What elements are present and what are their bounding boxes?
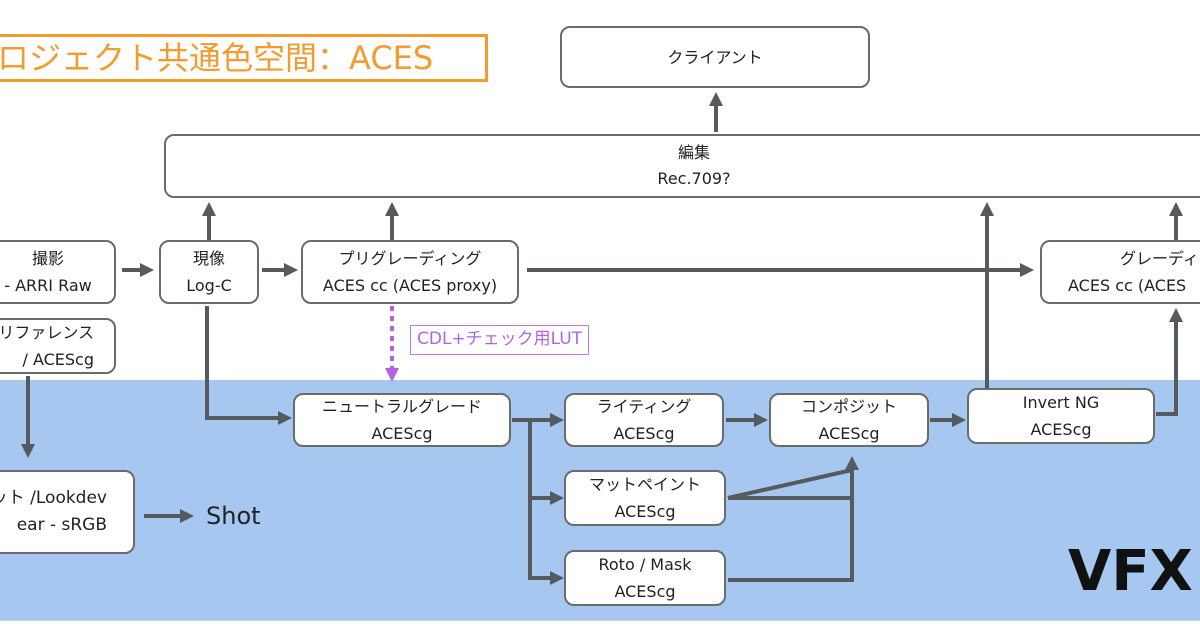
node-matte: マットペイント ACEScg: [564, 470, 726, 526]
node-develop-colorspace: Log-C: [186, 276, 232, 295]
node-edit-title: 編集: [677, 143, 710, 162]
node-lighting: ライティング ACEScg: [564, 393, 724, 447]
node-client-label: クライアント: [667, 47, 763, 67]
node-invert: Invert NG ACEScg: [967, 388, 1155, 444]
node-lighting-colorspace: ACEScg: [613, 424, 675, 443]
node-roto: Roto / Mask ACEScg: [564, 550, 726, 606]
arrow-matte-to-composite: [727, 468, 853, 500]
node-pregrading-colorspace: ACES cc (ACES proxy): [322, 276, 498, 295]
node-develop-title: 現像: [192, 249, 225, 268]
node-lighting-title: ライティング: [596, 397, 692, 416]
arrow-neutral-to-roto: [528, 498, 564, 585]
node-lookdev-title: ット /Lookdev: [0, 488, 107, 508]
node-grading-title: グレーディン: [1120, 249, 1200, 268]
node-roto-colorspace: ACEScg: [614, 582, 676, 601]
arrow-roto-to-composite: [728, 456, 859, 582]
arrow-neutral-to-matte: [512, 418, 564, 505]
node-roto-title: Roto / Mask: [598, 555, 692, 574]
node-neutral-title: ニュートラルグレード: [321, 397, 482, 416]
node-shooting: 撮影 - ARRI Raw: [0, 240, 116, 304]
node-lookdev: ット /Lookdev ear - sRGB: [0, 470, 135, 554]
node-edit: 編集 Rec.709?: [164, 134, 1200, 198]
node-shooting-colorspace: - ARRI Raw: [4, 276, 92, 295]
bottom-divider: [0, 620, 1200, 631]
node-reference-colorspace: / ACEScg: [22, 350, 94, 369]
node-matte-title: マットペイント: [588, 475, 701, 494]
node-composite-title: コンポジット: [800, 397, 897, 416]
arrow-develop-to-neutral: [205, 306, 292, 425]
cdl-lut-label: CDL+チェック用LUT: [410, 325, 590, 355]
node-composite: コンポジット ACEScg: [769, 393, 929, 447]
node-edit-colorspace: Rec.709?: [657, 169, 731, 188]
node-shooting-title: 撮影: [31, 249, 64, 268]
arrow-invert-to-grading: [1156, 308, 1183, 416]
node-grading: グレーディン ACES cc (ACES: [1040, 240, 1200, 304]
page-title: ロジェクト共通色空間：ACES: [0, 34, 488, 82]
node-reference: リファレンス / ACEScg: [0, 318, 116, 374]
node-develop: 現像 Log-C: [159, 240, 259, 304]
node-invert-colorspace: ACEScg: [1030, 420, 1092, 439]
node-pregrading: プリグレーディング ACES cc (ACES proxy): [301, 240, 519, 304]
node-grading-colorspace: ACES cc (ACES: [1068, 276, 1187, 295]
node-invert-title: Invert NG: [1022, 393, 1100, 412]
node-neutral-colorspace: ACEScg: [371, 424, 433, 443]
node-lookdev-colorspace: ear - sRGB: [16, 515, 107, 535]
node-matte-colorspace: ACEScg: [614, 502, 676, 521]
node-client: クライアント: [560, 26, 870, 88]
shot-label: Shot: [206, 502, 261, 530]
node-composite-colorspace: ACEScg: [818, 424, 880, 443]
node-pregrading-title: プリグレーディング: [338, 249, 482, 268]
node-neutral: ニュートラルグレード ACEScg: [293, 393, 511, 447]
vfx-label: VFX: [1068, 539, 1193, 604]
node-reference-title: リファレンス: [0, 323, 94, 342]
